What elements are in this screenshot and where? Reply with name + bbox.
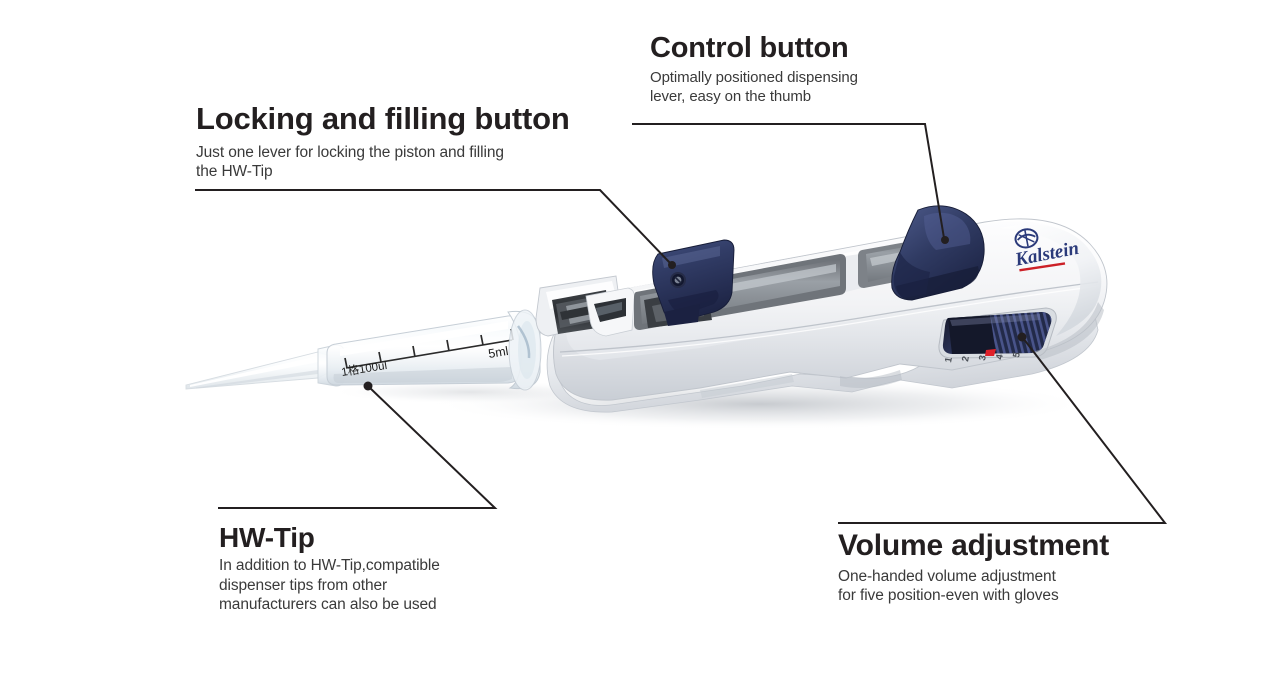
callout-title-control: Control button	[650, 32, 849, 64]
callout-body-locking: Just one lever for locking the piston an…	[196, 143, 570, 182]
callout-volume-adjustment: Volume adjustment One-handed volume adju…	[838, 530, 1109, 606]
callout-hw-tip: HW-Tip In addition to HW-Tip,compatible …	[219, 523, 440, 615]
callout-body-line: dispenser tips from other	[219, 576, 388, 594]
callout-title-locking: Locking and filling button	[196, 101, 570, 136]
callout-title-volume: Volume adjustment	[838, 529, 1110, 562]
callout-body-line: manufacturers can also be used	[219, 596, 437, 614]
syringe-tip-barrel: 1格100ul 5ml	[317, 309, 542, 391]
locking-filling-lever[interactable]	[652, 239, 735, 326]
callout-title-hwtip: HW-Tip	[219, 522, 315, 553]
dispenser-body: Kalstein 1 2 3	[535, 205, 1108, 413]
callout-body-line: One-handed volume adjustment	[838, 567, 1056, 585]
tip-capacity-label: 5ml	[487, 344, 509, 361]
callout-locking-and-filling-button: Locking and filling button Just one leve…	[196, 101, 570, 182]
callout-control-button: Control button Optimally positioned disp…	[650, 33, 858, 107]
callout-body-line: lever, easy on the thumb	[650, 88, 812, 106]
callout-body-control: Optimally positioned dispensing lever, e…	[650, 69, 858, 107]
callout-body-line: the HW-Tip	[196, 163, 273, 181]
callout-body-line: In addition to HW-Tip,compatible	[219, 557, 440, 575]
pipette-tip	[185, 351, 331, 390]
callout-body-line: Just one lever for locking the piston an…	[196, 143, 504, 161]
callout-body-line: Optimally positioned dispensing	[650, 69, 858, 87]
callout-body-volume: One-handed volume adjustment for five po…	[838, 567, 1109, 606]
callout-body-line: for five position-even with gloves	[838, 587, 1059, 605]
callout-body-hwtip: In addition to HW-Tip,compatible dispens…	[219, 556, 440, 615]
brand-monogram-icon	[1014, 228, 1039, 249]
